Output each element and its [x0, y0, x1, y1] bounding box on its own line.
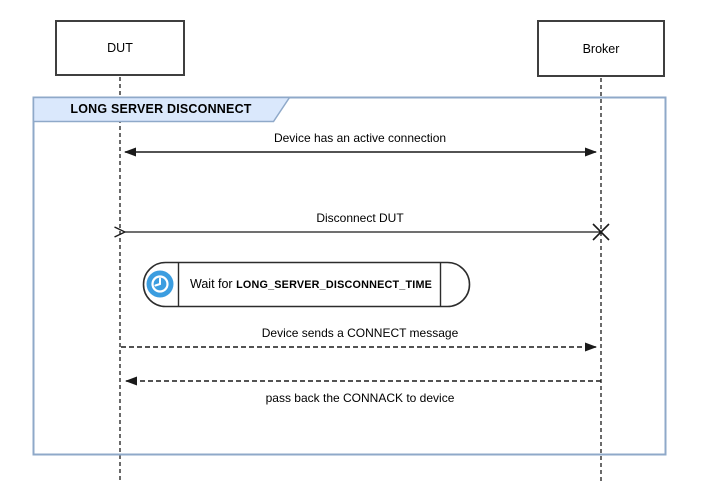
actor-box-dut: DUT: [55, 20, 185, 76]
lost-message-x-icon: [592, 223, 610, 241]
message-label-connack: pass back the CONNACK to device: [265, 391, 455, 405]
frame-border: [32, 96, 667, 456]
actor-label-broker: Broker: [582, 41, 620, 56]
actor-box-broker: Broker: [537, 20, 665, 77]
frame-label-tab: [32, 96, 291, 123]
wait-label-code: LONG_SERVER_DISCONNECT_TIME: [236, 279, 433, 291]
wait-label-prefix: Wait for: [190, 277, 237, 291]
frame-label: LONG SERVER DISCONNECT: [70, 102, 252, 116]
message-label-active-connection: Device has an active connection: [273, 131, 447, 145]
message-label-connect: Device sends a CONNECT message: [261, 326, 459, 340]
message-label-disconnect-dut: Disconnect DUT: [316, 211, 404, 225]
clock-icon: [146, 270, 174, 298]
wait-capsule: [142, 261, 471, 308]
actor-label-dut: DUT: [107, 41, 133, 55]
wait-label: Wait for LONG_SERVER_DISCONNECT_TIME: [190, 276, 440, 292]
